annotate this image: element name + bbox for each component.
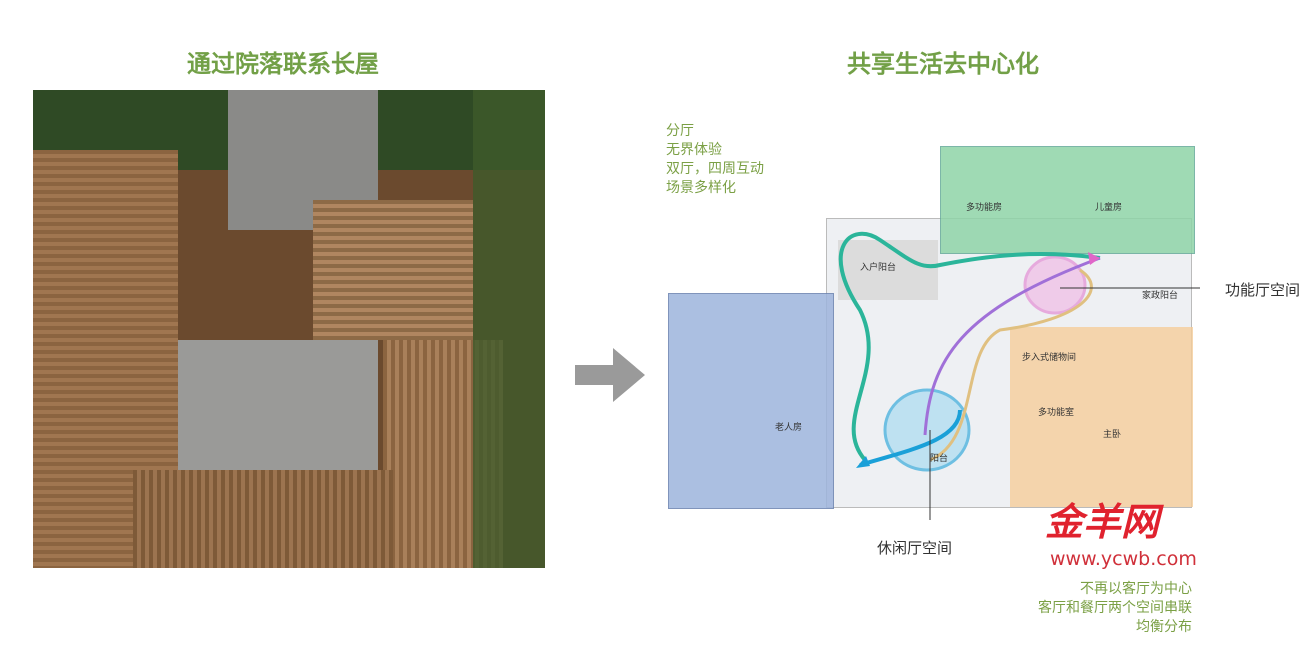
room-domestic-balcony: 家政阳台	[1142, 291, 1179, 301]
arrowhead	[856, 456, 870, 468]
note-line: 双厅，四周互动	[666, 161, 764, 177]
note-line: 均衡分布	[1136, 619, 1192, 635]
notes-top: 分厅 无界体验 双厅，四周互动 场景多样化	[666, 122, 764, 198]
zone-green	[940, 146, 1195, 254]
zone-blue	[668, 293, 834, 509]
room-child: 儿童房	[1095, 203, 1123, 213]
courtyard-aerial-photo	[33, 90, 545, 568]
callout-function-hall: 功能厅空间	[1225, 281, 1301, 299]
leisure-hall-circle	[883, 388, 971, 472]
note-line: 客厅和餐厅两个空间串联	[1038, 600, 1192, 616]
note-line: 分厅	[666, 123, 694, 139]
room-entry-balcony: 入户阳台	[860, 263, 897, 273]
room-balcony: 阳台	[930, 454, 949, 464]
green-flow	[838, 231, 1101, 462]
yellow-flow	[929, 268, 1093, 462]
note-line: 无界体验	[666, 142, 722, 158]
purple-flow	[923, 256, 1101, 436]
right-title: 共享生活去中心化	[847, 50, 1039, 78]
watermark-url: www.ycwb.com	[1050, 548, 1197, 570]
room-multi-2: 多功能室	[1038, 408, 1075, 418]
room-walk-in-closet: 步入式储物间	[1022, 353, 1077, 363]
circulation-flow	[838, 231, 1200, 520]
note-line: 不再以客厅为中心	[1080, 581, 1192, 597]
entry-balcony-area	[838, 240, 938, 300]
room-master-bedroom: 主卧	[1103, 430, 1122, 440]
note-line: 场景多样化	[666, 180, 736, 196]
notes-bottom: 不再以客厅为中心 客厅和餐厅两个空间串联 均衡分布	[1000, 580, 1192, 637]
room-elder: 老人房	[775, 423, 803, 433]
blue-flow	[859, 409, 962, 467]
watermark-logo: 金羊网	[1045, 500, 1160, 544]
arrow-right-icon	[575, 348, 645, 402]
callout-leisure-hall: 休闲厅空间	[877, 539, 953, 557]
arrowhead	[1088, 252, 1100, 265]
left-title: 通过院落联系长屋	[187, 50, 379, 78]
zone-orange	[1010, 327, 1193, 507]
room-multi: 多功能房	[966, 203, 1003, 213]
